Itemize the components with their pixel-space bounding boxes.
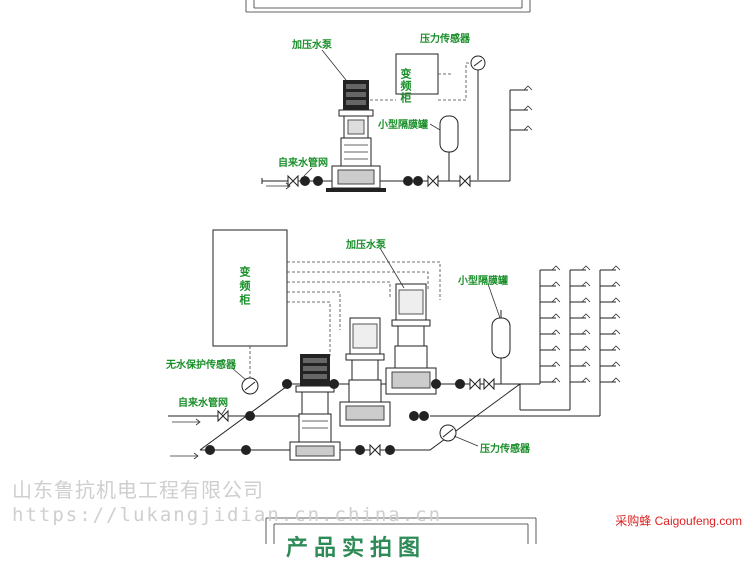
bottom-diagram: 变频柜 — [165, 229, 621, 461]
top-pump — [326, 80, 386, 192]
bottom-riser-network — [520, 270, 601, 417]
bottom-vfd-box — [212, 229, 288, 347]
top-diagram: 加压水泵 压力传感器 小型隔膜罐 自来水管网 变频柜 — [261, 32, 533, 192]
bottom-vfd-label: 变频柜 — [238, 265, 252, 308]
outlet-tap-icon — [551, 329, 561, 335]
outlet-tap-icon — [551, 361, 561, 367]
outlet-tap-icon — [611, 361, 621, 367]
top-small-tank-label: 小型隔膜罐 — [377, 118, 428, 131]
outlet-tap-icon — [611, 265, 621, 271]
top-outlet-valves — [403, 174, 471, 188]
bottom-no-water-sensor — [241, 377, 259, 395]
top-frame — [245, 0, 531, 13]
bottom-title: 产品实拍图 — [286, 536, 427, 561]
outlet-tap-icon — [611, 377, 621, 383]
bottom-pressure-sensor-label: 压力传感器 — [480, 442, 531, 455]
outlet-tap-icon — [581, 329, 591, 335]
brand-watermark: 采购蜂 Caigoufeng.com — [615, 514, 742, 528]
bottom-small-tank-label: 小型隔膜罐 — [457, 274, 508, 287]
top-pump-label: 加压水泵 — [291, 38, 333, 51]
outlet-tap-icon — [611, 313, 621, 319]
outlet-tap-icon — [581, 345, 591, 351]
outlet-tap-icon — [581, 361, 591, 367]
watermark-company: 山东鲁抗机电工程有限公司 — [12, 478, 264, 502]
top-inlet-valves — [287, 174, 323, 188]
bottom-small-tank — [491, 310, 511, 384]
outlet-tap-icon — [581, 377, 591, 383]
bottom-valves — [205, 377, 495, 457]
outlet-tap-icon — [611, 345, 621, 351]
top-pressure-gauge — [470, 55, 486, 180]
bottom-outlet-taps — [540, 265, 621, 383]
outlet-tap-icon — [581, 281, 591, 287]
outlet-tap-icon — [611, 297, 621, 303]
outlet-tap-icon — [551, 297, 561, 303]
outlet-tap-icon — [551, 281, 561, 287]
bottom-tap-water-label: 自来水管网 — [178, 396, 228, 409]
top-outlet-taps — [510, 85, 533, 131]
bottom-pump-label: 加压水泵 — [345, 238, 387, 251]
water-supply-diagram: 加压水泵 压力传感器 小型隔膜罐 自来水管网 变频柜 变频柜 — [165, 0, 621, 544]
bottom-pump-1 — [289, 354, 341, 461]
bottom-frame — [265, 517, 537, 544]
outlet-tap-icon — [551, 345, 561, 351]
outlet-tap-icon — [611, 281, 621, 287]
bottom-pump-2 — [339, 317, 391, 427]
bottom-no-water-sensor-label: 无水保护传感器 — [165, 358, 237, 371]
outlet-tap-icon — [551, 265, 561, 271]
outlet-tap-icon — [581, 265, 591, 271]
outlet-tap-icon — [611, 329, 621, 335]
top-pressure-sensor-label: 压力传感器 — [420, 32, 471, 45]
watermark-url: https://lukangjidian.cn.china.cn — [12, 504, 443, 526]
top-vfd-label: 变频柜 — [399, 67, 413, 104]
top-vfd-box — [395, 53, 439, 95]
top-tap-water-label: 自来水管网 — [278, 156, 328, 169]
outlet-tap-icon — [551, 313, 561, 319]
outlet-tap-icon — [551, 377, 561, 383]
outlet-tap-icon — [581, 313, 591, 319]
bottom-pressure-gauge — [439, 424, 457, 442]
outlet-tap-icon — [581, 297, 591, 303]
bottom-pump-3 — [385, 283, 437, 395]
top-small-tank — [439, 115, 459, 170]
